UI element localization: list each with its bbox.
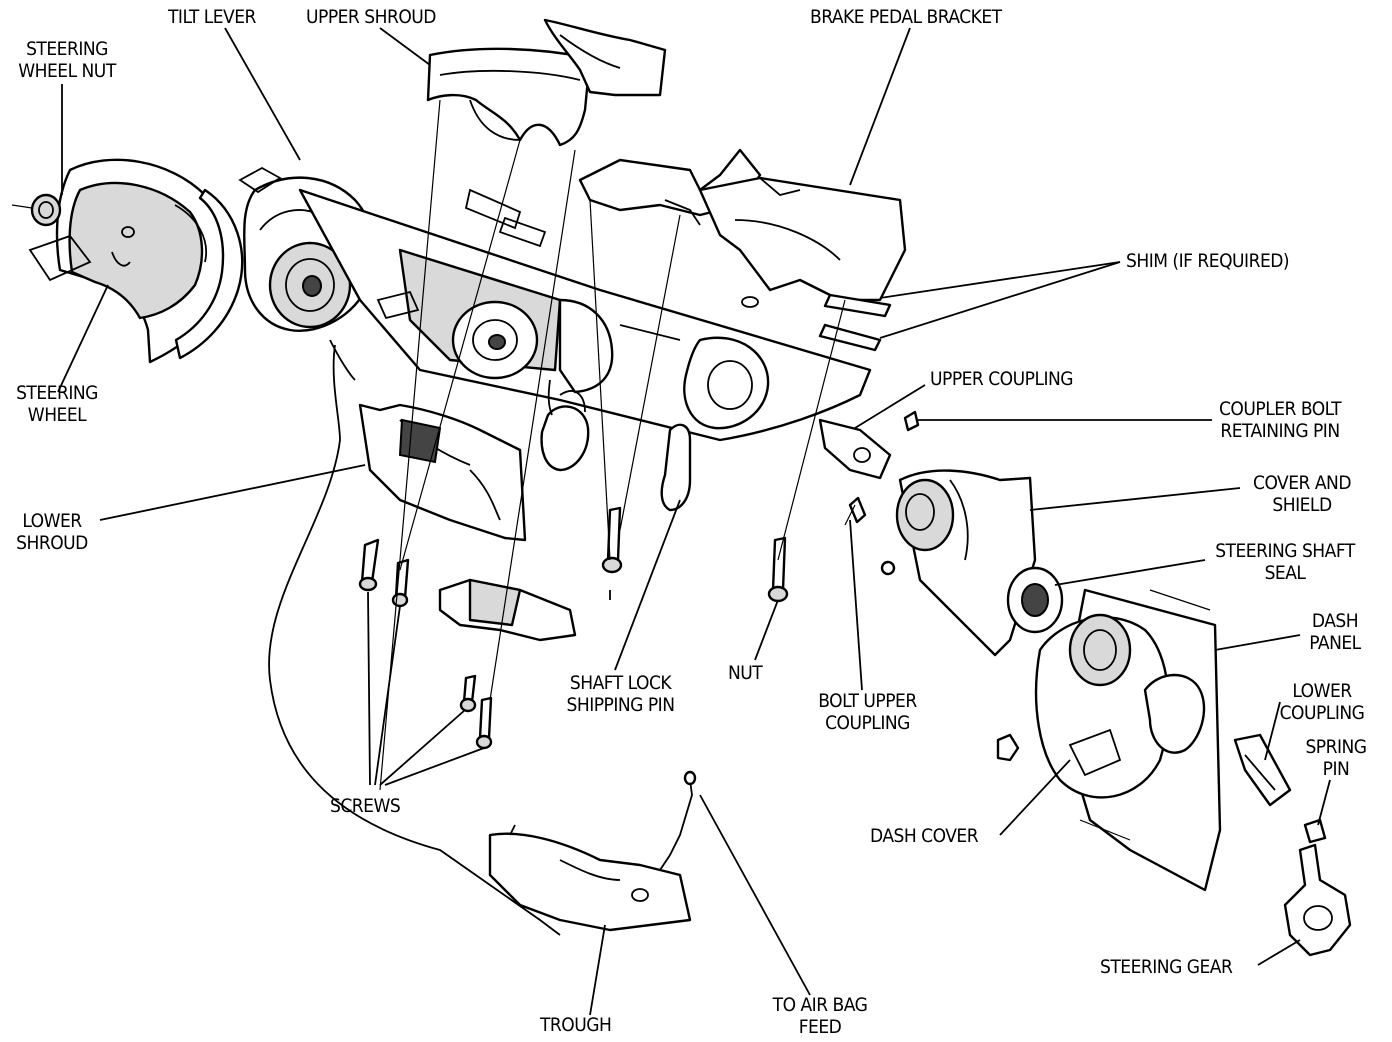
brake-pedal-bracket	[698, 176, 907, 302]
steering-gear	[1283, 843, 1352, 957]
label-spring-pin: SPRING PIN	[1305, 736, 1367, 780]
upper-shroud	[426, 47, 592, 147]
steering-shaft-seal	[1006, 566, 1064, 634]
small-nut-right	[880, 560, 896, 576]
label-steering-shaft-seal: STEERING SHAFT SEAL	[1215, 540, 1355, 584]
label-steering-gear: STEERING GEAR	[1100, 956, 1233, 978]
lower-coupling	[1233, 733, 1292, 807]
label-trough: TROUGH	[540, 1014, 612, 1036]
trough	[488, 824, 692, 932]
spring-pin	[1303, 818, 1327, 844]
label-nut: NUT	[728, 662, 763, 684]
label-steering-wheel: STEERING WHEEL	[16, 382, 98, 426]
label-dash-panel: DASH PANEL	[1309, 610, 1361, 654]
dash-cover-nut	[996, 733, 1020, 762]
column-nut	[767, 536, 789, 603]
shaft-lock-shipping-pin	[601, 423, 692, 600]
lower-shroud	[358, 403, 577, 642]
label-shaft-lock-shipping-pin: SHAFT LOCK SHIPPING PIN	[566, 672, 676, 716]
label-coupler-bolt-retaining-pin: COUPLER BOLT RETAINING PIN	[1218, 398, 1342, 442]
label-steering-wheel-nut: STEERING WHEEL NUT	[18, 38, 116, 82]
label-upper-shroud: UPPER SHROUD	[306, 6, 436, 28]
label-tilt-lever: TILT LEVER	[168, 6, 256, 28]
shims	[741, 293, 892, 352]
label-lower-coupling: LOWER COUPLING	[1279, 680, 1365, 724]
steering-wheel	[28, 158, 244, 364]
label-shim: SHIM (IF REQUIRED)	[1126, 250, 1290, 272]
label-brake-pedal-bracket: BRAKE PEDAL BRACKET	[810, 6, 1002, 28]
label-upper-coupling: UPPER COUPLING	[930, 368, 1074, 390]
air-bag-feed-wire	[268, 344, 697, 936]
upper-shroud-rear	[543, 18, 667, 97]
label-screws: SCREWS	[330, 795, 401, 817]
screws	[358, 538, 493, 750]
dash-panel	[1034, 588, 1222, 892]
cover-and-shield	[895, 469, 1037, 657]
steering-wheel-nut	[11, 193, 62, 227]
coupler-bolt-retaining-pin	[903, 410, 920, 432]
label-cover-and-shield: COVER AND SHIELD	[1253, 472, 1352, 516]
label-lower-shroud: LOWER SHROUD	[16, 510, 88, 554]
upper-coupling	[818, 418, 892, 480]
label-to-air-bag-feed: TO AIR BAG FEED	[772, 994, 868, 1038]
steering-column-assembly	[238, 148, 872, 472]
bolt-upper-coupling	[844, 496, 867, 526]
label-bolt-upper-coupling: BOLT UPPER COUPLING	[818, 690, 917, 734]
leader-lines	[57, 27, 1331, 1016]
label-dash-cover: DASH COVER	[870, 825, 979, 847]
